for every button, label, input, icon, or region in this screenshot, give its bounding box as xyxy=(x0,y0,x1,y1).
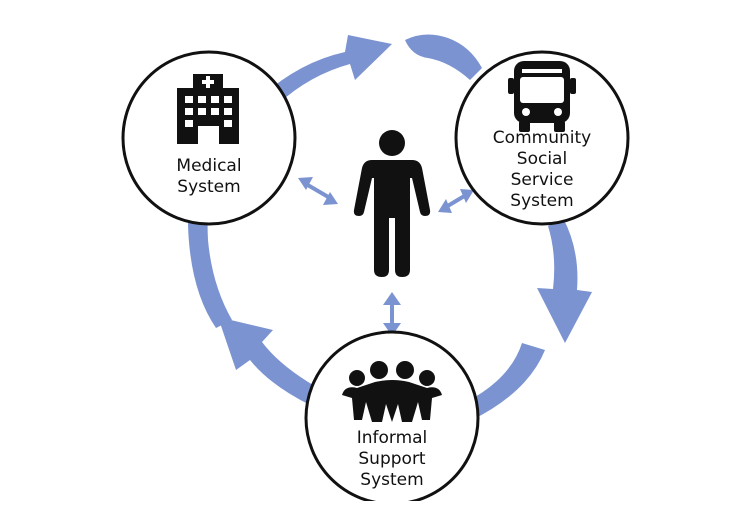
community-system-label: Community Social Service System xyxy=(477,128,607,212)
double-arrow-informal xyxy=(383,292,401,336)
cycle-arrow-right xyxy=(537,218,592,343)
cycle-arrow-bottom-right xyxy=(464,343,545,420)
informal-label-line-3: System xyxy=(360,470,424,490)
medical-label-line-2: System xyxy=(177,177,241,197)
people-group-icon xyxy=(342,361,442,422)
community-label-line-3: Service xyxy=(510,170,574,190)
cycle-arrow-top-right-start xyxy=(405,34,482,80)
person-icon xyxy=(353,130,431,277)
hospital-icon xyxy=(177,74,239,144)
cycle-arrow-top xyxy=(262,35,392,104)
double-arrow-medical xyxy=(298,177,338,205)
bus-icon xyxy=(508,61,576,132)
connector-arrows xyxy=(298,177,474,336)
medical-system-label: Medical System xyxy=(149,156,269,198)
community-label-line-4: System xyxy=(510,191,574,211)
informal-label-line-2: Support xyxy=(358,449,426,469)
community-label-line-2: Social xyxy=(516,149,568,169)
double-arrow-community xyxy=(438,189,474,213)
informal-label-line-1: Informal xyxy=(356,428,428,448)
cycle-arrow-left xyxy=(218,317,318,405)
community-label-line-1: Community xyxy=(492,128,592,148)
community-system-node xyxy=(454,50,630,226)
informal-system-label: Informal Support System xyxy=(332,428,452,491)
medical-label-line-1: Medical xyxy=(176,156,242,176)
